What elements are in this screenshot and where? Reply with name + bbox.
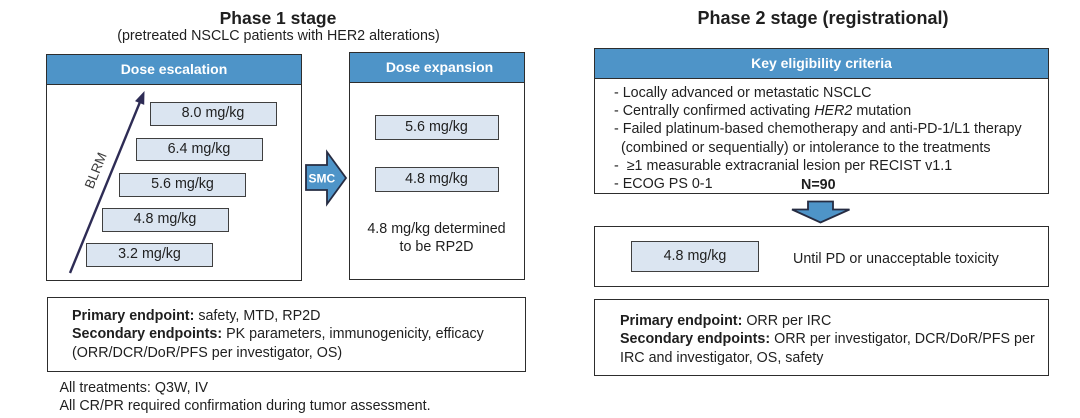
svg-text:SMC: SMC xyxy=(309,172,336,186)
